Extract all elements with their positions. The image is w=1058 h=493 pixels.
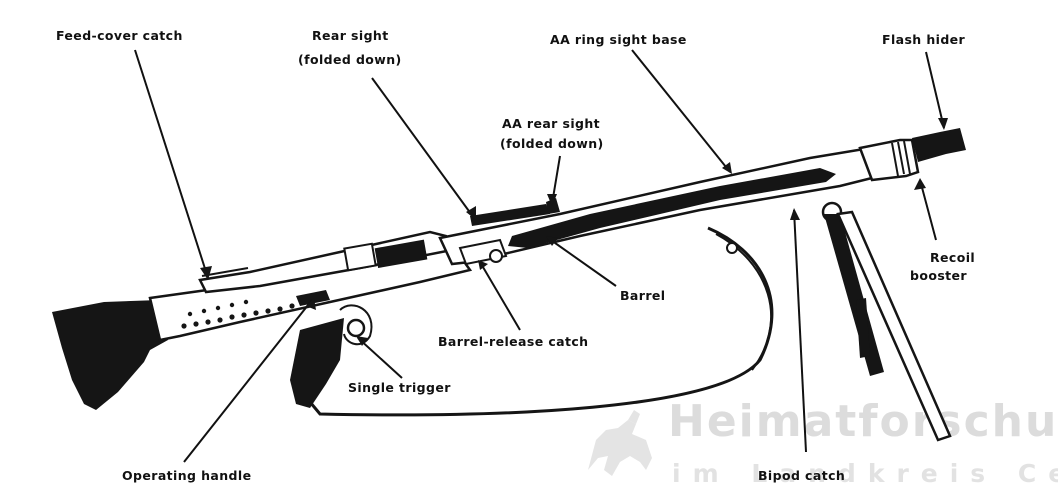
label-aa-rear-sight: AA rear sight [502,116,600,131]
aa-rear-sight [546,198,560,214]
label-barrel-release-catch: Barrel-release catch [438,334,588,349]
label-aa-rear-sight-note: (folded down) [500,136,604,151]
watermark-line2: im Landkreis Celle [672,459,1058,488]
watermark-line1: Heimatforschung [668,396,1058,447]
leader-lines [134,49,945,463]
label-rear-sight-note: (folded down) [298,52,402,67]
label-barrel: Barrel [620,288,665,303]
label-bipod-catch: Bipod catch [758,468,845,483]
label-single-trigger: Single trigger [348,380,451,395]
barrel [508,168,836,248]
recoil-booster-ribs [891,140,911,177]
operating-handle [296,290,330,306]
machine-gun [52,128,966,442]
label-feed-cover-catch: Feed-cover catch [56,28,183,43]
receiver-holes [181,299,295,329]
label-recoil: Recoil [930,250,975,265]
trigger-guard [339,304,373,346]
butt-stock [52,300,168,410]
flash-hider [912,128,966,162]
label-aa-ring-sight-base: AA ring sight base [550,32,687,47]
bipod [821,201,952,442]
label-booster: booster [910,268,967,283]
label-flash-hider: Flash hider [882,32,966,47]
horse-emblem [588,410,652,476]
label-rear-sight: Rear sight [312,28,389,43]
watermark: Heimatforschung im Landkreis Celle [588,396,1058,488]
sling [308,226,774,417]
rear-sight [470,204,550,226]
labels: Feed-cover catch Rear sight (folded down… [56,28,975,483]
label-operating-handle: Operating handle [122,468,251,483]
pistol-grip [290,318,344,408]
arrow-heads [200,118,948,346]
